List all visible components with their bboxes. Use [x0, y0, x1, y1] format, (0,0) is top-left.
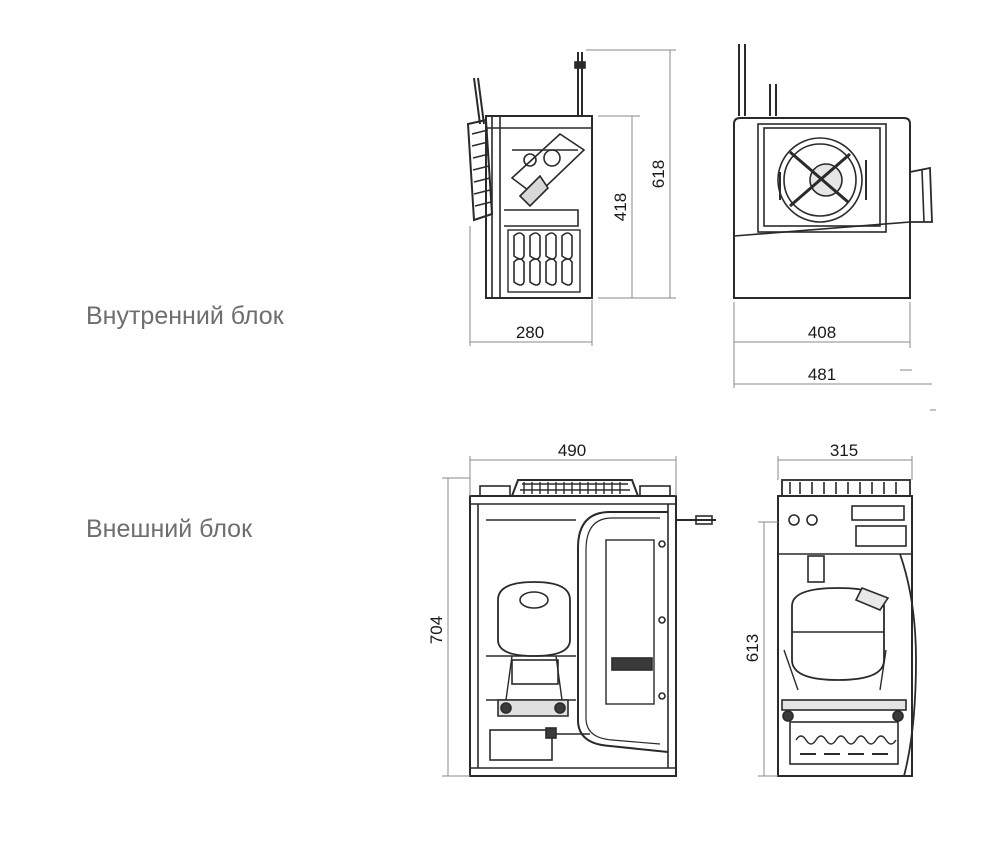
indoor-unit-label: Внутренний блок: [86, 302, 284, 330]
dimension-outdoor-width: 490: [558, 441, 586, 460]
outdoor-front-dimensions: [442, 456, 677, 777]
dimension-outdoor-height: 704: [427, 616, 446, 644]
indoor-side-view: [466, 52, 593, 299]
dimension-indoor-total-width: 481: [808, 365, 836, 384]
dimension-outdoor-depth: 315: [830, 441, 858, 460]
outdoor-front-view: [469, 479, 716, 777]
indoor-side-dimensions: [469, 49, 676, 346]
dimension-indoor-width: 408: [808, 323, 836, 342]
outdoor-side-view: [777, 479, 917, 777]
dimension-indoor-depth: 280: [516, 323, 544, 342]
dimension-indoor-body-height: 418: [611, 193, 630, 221]
indoor-front-view: [733, 44, 933, 299]
dimension-outdoor-body-height: 613: [743, 634, 762, 662]
outdoor-unit-label: Внешний блок: [86, 515, 253, 543]
outdoor-side-dimensions: [758, 456, 913, 777]
indoor-front-dimensions: [733, 302, 936, 411]
dimension-indoor-total-height: 618: [649, 160, 668, 188]
